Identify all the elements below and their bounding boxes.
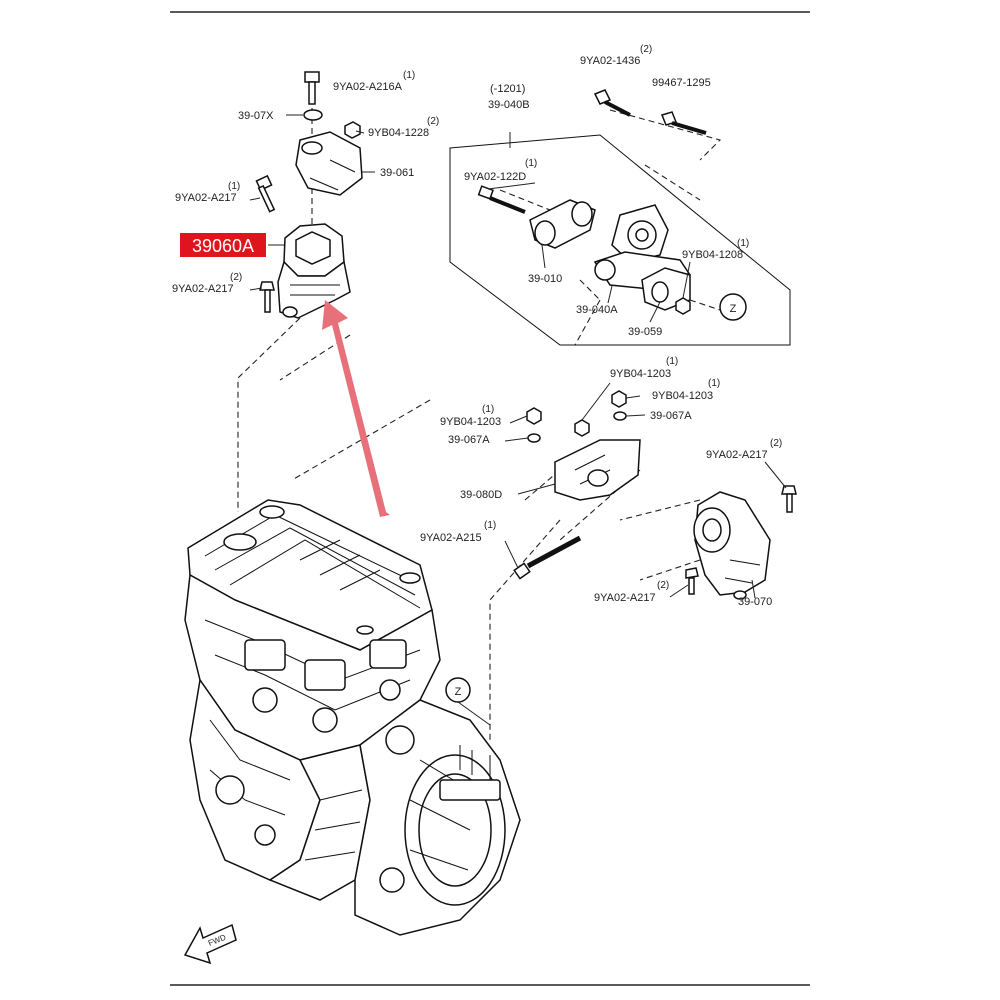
label-nut-1208: 9YB04-1208 [682, 249, 743, 261]
qty-bolt-a217-left: (2) [230, 272, 242, 283]
label-nut-1228: 9YB04-1228 [368, 127, 429, 139]
label-bolt-a215: 9YA02-A215 [420, 532, 482, 544]
qty-bolt-top: (1) [403, 70, 415, 81]
engine-assembly [184, 499, 521, 936]
upper-mount-stack [255, 71, 363, 319]
forward-direction-arrow [183, 923, 237, 965]
qty-nut-1203-right: (1) [708, 378, 720, 389]
label-bolt-a217-top: 9YA02-A217 [175, 192, 237, 204]
label-bolt-a217-left: 9YA02-A217 [172, 283, 234, 295]
transaxle-bracket-group [513, 390, 797, 600]
label-bolt-a217-bottom: 9YA02-A217 [594, 592, 656, 604]
label-bolt-1295: 99467-1295 [652, 77, 711, 89]
qty-nut-1208: (1) [737, 238, 749, 249]
label-bolt-a217-right: 9YA02-A217 [706, 449, 768, 461]
qty-bolt-a217-top: (1) [228, 181, 240, 192]
label-ref-z-engine: Z [455, 686, 462, 698]
label-washer: 39-07X [238, 110, 274, 122]
qty-bolt-122d: (1) [525, 158, 537, 169]
label-washer-067a-right: 39-067A [650, 410, 692, 422]
part-labels: (1) 9YA02-A216A 39-07X (2) 9YB04-1228 39… [172, 44, 782, 948]
qty-nut-1228: (2) [427, 116, 439, 127]
highlighted-part-box [180, 233, 266, 257]
qty-bolt-a215: (1) [484, 520, 496, 531]
label-rod-040b: 39-040B [488, 99, 530, 111]
label-rod-040a: 39-040A [576, 304, 618, 316]
torque-rod-group [449, 89, 791, 346]
label-bolt-top: 9YA02-A216A [333, 81, 403, 93]
label-bracket-080d: 39-080D [460, 489, 502, 501]
qty-bolt-1436: (2) [640, 44, 652, 55]
label-nut-1203-left: 9YB04-1203 [440, 416, 501, 428]
label-ref-z-top: Z [730, 303, 737, 315]
group-outline [449, 134, 791, 346]
label-bracket-010: 39-010 [528, 273, 562, 285]
label-mount-070: 39-070 [738, 596, 772, 608]
qty-bolt-a217-right: (2) [770, 438, 782, 449]
label-bracket-061: 39-061 [380, 167, 414, 179]
label-bolt-122d: 9YA02-122D [464, 171, 526, 183]
qty-nut-1203-top: (1) [666, 356, 678, 367]
label-nut-1203-right: 9YB04-1203 [652, 390, 713, 402]
highlight-arrow [322, 300, 390, 517]
label-leaders [249, 114, 787, 599]
label-washer-067a-left: 39-067A [448, 434, 490, 446]
label-bracket-059: 39-059 [628, 326, 662, 338]
qty-nut-1203-left: (1) [482, 404, 494, 415]
label-group-code: (-1201) [490, 83, 525, 95]
label-bolt-1436: 9YA02-1436 [580, 55, 640, 67]
qty-bolt-a217-bottom: (2) [657, 580, 669, 591]
highlighted-part-label: 39060A [192, 236, 254, 256]
label-nut-1203-top: 9YB04-1203 [610, 368, 671, 380]
